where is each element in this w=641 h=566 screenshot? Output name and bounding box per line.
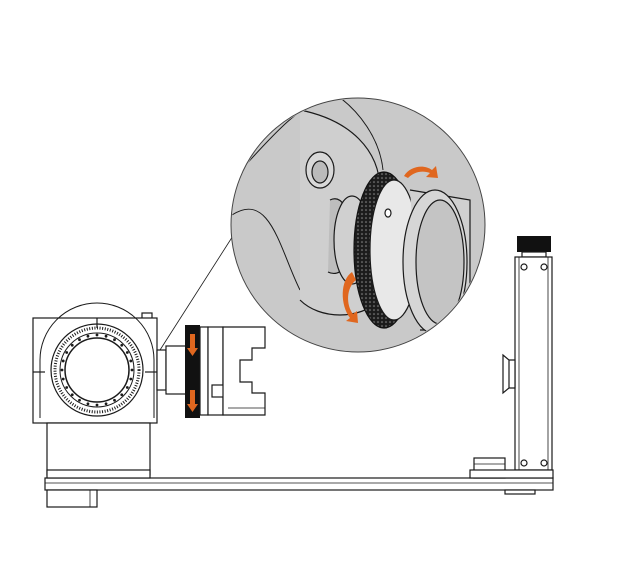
knurled-ring — [185, 325, 200, 418]
dial-tick — [86, 334, 90, 338]
dial-tick — [130, 368, 134, 372]
dial-tick — [95, 333, 99, 337]
dial-tick — [104, 334, 108, 338]
tailstock — [469, 236, 554, 479]
chuck — [199, 326, 266, 416]
dial-tick — [78, 398, 81, 402]
dial-tick — [104, 402, 108, 406]
dial-tick — [78, 338, 81, 342]
dial-tick — [129, 359, 133, 363]
base-rail — [44, 477, 554, 508]
curved-arrow-icon — [342, 272, 358, 323]
arrow-down-icon — [187, 390, 198, 412]
shaft — [156, 345, 187, 395]
dial-tick — [113, 398, 116, 402]
dial-tick — [113, 338, 116, 342]
curved-arrow-icon — [404, 166, 438, 178]
dial-tick — [60, 368, 64, 372]
dial-tick — [95, 403, 99, 407]
dial-tick — [120, 393, 124, 397]
dial-tick — [70, 343, 74, 347]
angle-dial — [50, 318, 144, 417]
dial-tick — [125, 386, 129, 389]
dial-tick — [61, 377, 65, 381]
dial-tick — [125, 351, 129, 354]
dial-tick — [65, 351, 69, 354]
arrow-down-icon — [187, 334, 198, 356]
dial-tick — [61, 359, 65, 363]
dial-tick — [70, 393, 74, 397]
dial-tick — [65, 386, 69, 389]
dial-tick — [120, 343, 124, 347]
leader-line — [159, 227, 239, 351]
dial-tick — [86, 402, 90, 406]
dial-tick — [129, 377, 133, 381]
magnified-detail — [230, 97, 486, 353]
